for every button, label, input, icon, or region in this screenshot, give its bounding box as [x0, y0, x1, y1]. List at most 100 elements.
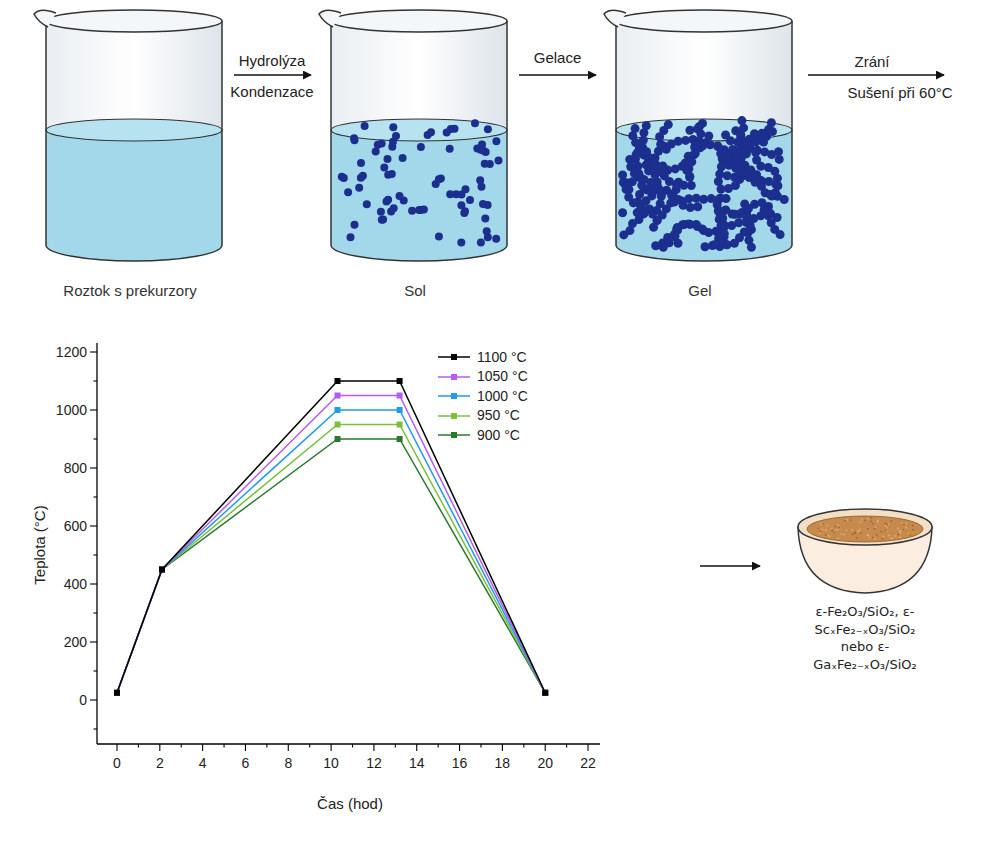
- beaker-outline: [46, 21, 222, 261]
- legend-swatch: [436, 371, 472, 383]
- gel-particle: [767, 118, 776, 127]
- powder-grain: [885, 530, 887, 532]
- powder-grain: [856, 537, 858, 539]
- legend-swatch: [436, 410, 472, 422]
- data-marker: [397, 407, 403, 413]
- data-marker: [335, 378, 341, 384]
- y-tick: [94, 438, 98, 439]
- y-tick-label: 0: [79, 692, 87, 709]
- y-tick: [90, 525, 97, 526]
- gel-particle: [651, 241, 660, 250]
- powder-grain: [899, 536, 901, 538]
- powder-grain: [909, 534, 911, 536]
- powder-grain: [868, 536, 870, 538]
- data-marker: [542, 690, 548, 696]
- beaker-outline: [331, 21, 507, 261]
- x-tick: [373, 744, 374, 751]
- gel-particle: [619, 230, 628, 239]
- powder-grain: [881, 538, 883, 540]
- powder-grain: [838, 527, 840, 529]
- sol-particle: [452, 190, 460, 198]
- gel-particle: [684, 219, 693, 228]
- process-step: Sušení při 60°C: [847, 84, 952, 102]
- powder-grain: [858, 530, 860, 532]
- y-tick: [90, 699, 97, 700]
- powder-grain: [845, 519, 847, 521]
- sol-particle: [389, 138, 397, 146]
- gel-particle: [714, 177, 723, 186]
- y-tick: [94, 728, 98, 729]
- powder-grain: [903, 523, 905, 525]
- x-tick-label: 22: [580, 755, 596, 772]
- y-tick: [90, 351, 97, 352]
- data-marker: [335, 422, 341, 428]
- y-tick-label: 800: [64, 460, 87, 477]
- temperature-series: [117, 439, 545, 693]
- gel-particle: [691, 141, 700, 150]
- beaker-rim: [331, 10, 507, 32]
- product-bowl: ε-Fe₂O₃/SiO₂, ε-ScₓFe₂₋ₓO₃/SiO₂ nebo ε-G…: [790, 497, 940, 673]
- beaker-illustration: [315, 5, 515, 270]
- powder-grain: [884, 522, 886, 524]
- powder-grain: [826, 525, 828, 527]
- legend-marker: [451, 432, 457, 438]
- x-tick-label: 18: [495, 755, 511, 772]
- sol-particle: [399, 154, 407, 162]
- sol-particle: [388, 170, 396, 178]
- sol-particle: [492, 137, 500, 145]
- y-axis: [96, 343, 97, 744]
- sol-particle: [340, 174, 348, 182]
- y-tick: [90, 409, 97, 410]
- powder-grain: [897, 534, 899, 536]
- axis-title: Čas (hod): [317, 795, 383, 813]
- sol-particle: [379, 216, 387, 224]
- data-marker: [159, 567, 165, 573]
- data-marker: [335, 407, 341, 413]
- powder-grain: [835, 529, 837, 531]
- gel-particle: [752, 170, 761, 179]
- gel-particle: [701, 242, 710, 251]
- beaker-spout: [604, 10, 626, 27]
- liquid-surface: [46, 119, 222, 141]
- product-label: ε-Fe₂O₃/SiO₂, ε-ScₓFe₂₋ₓO₃/SiO₂ nebo ε-G…: [813, 603, 917, 673]
- data-marker: [397, 436, 403, 442]
- powder-grain: [843, 534, 845, 536]
- x-tick-label: 4: [199, 755, 207, 772]
- powder-grain: [859, 529, 861, 531]
- powder-grain: [861, 519, 863, 521]
- x-tick: [202, 744, 203, 751]
- powder-grain: [837, 529, 839, 531]
- legend-marker: [451, 354, 457, 360]
- powder-grain: [912, 525, 914, 527]
- sol-particle: [355, 184, 363, 192]
- gel-particle: [763, 208, 772, 217]
- powder-grain: [905, 527, 907, 529]
- powder-grain: [833, 532, 835, 534]
- sol-particle: [466, 196, 474, 204]
- powder-grain: [854, 532, 856, 534]
- y-tick: [90, 467, 97, 468]
- sol-particle: [471, 119, 479, 127]
- gel-particle: [721, 131, 730, 140]
- sol-particle: [380, 163, 388, 171]
- process-step: Hydrolýza: [239, 52, 306, 70]
- gel-particle: [771, 188, 780, 197]
- sol-particle: [417, 143, 425, 151]
- powder-grain: [897, 528, 899, 530]
- powder-grain: [888, 523, 890, 525]
- powder-grain: [871, 517, 873, 519]
- gel-particle: [774, 147, 783, 156]
- powder-grain: [876, 534, 878, 536]
- sol-particle: [479, 200, 487, 208]
- powder-grain: [852, 533, 854, 535]
- powder-grain: [867, 528, 869, 530]
- sol-particle: [447, 125, 455, 133]
- powder-grain: [857, 530, 859, 532]
- x-tick-label: 2: [156, 755, 164, 772]
- beaker-node: Sol: [315, 5, 515, 299]
- y-tick-label: 400: [64, 576, 87, 593]
- bowl-illustration: [790, 497, 940, 597]
- sol-particle: [446, 145, 454, 153]
- beaker-outline: [616, 21, 792, 261]
- x-tick: [288, 744, 289, 751]
